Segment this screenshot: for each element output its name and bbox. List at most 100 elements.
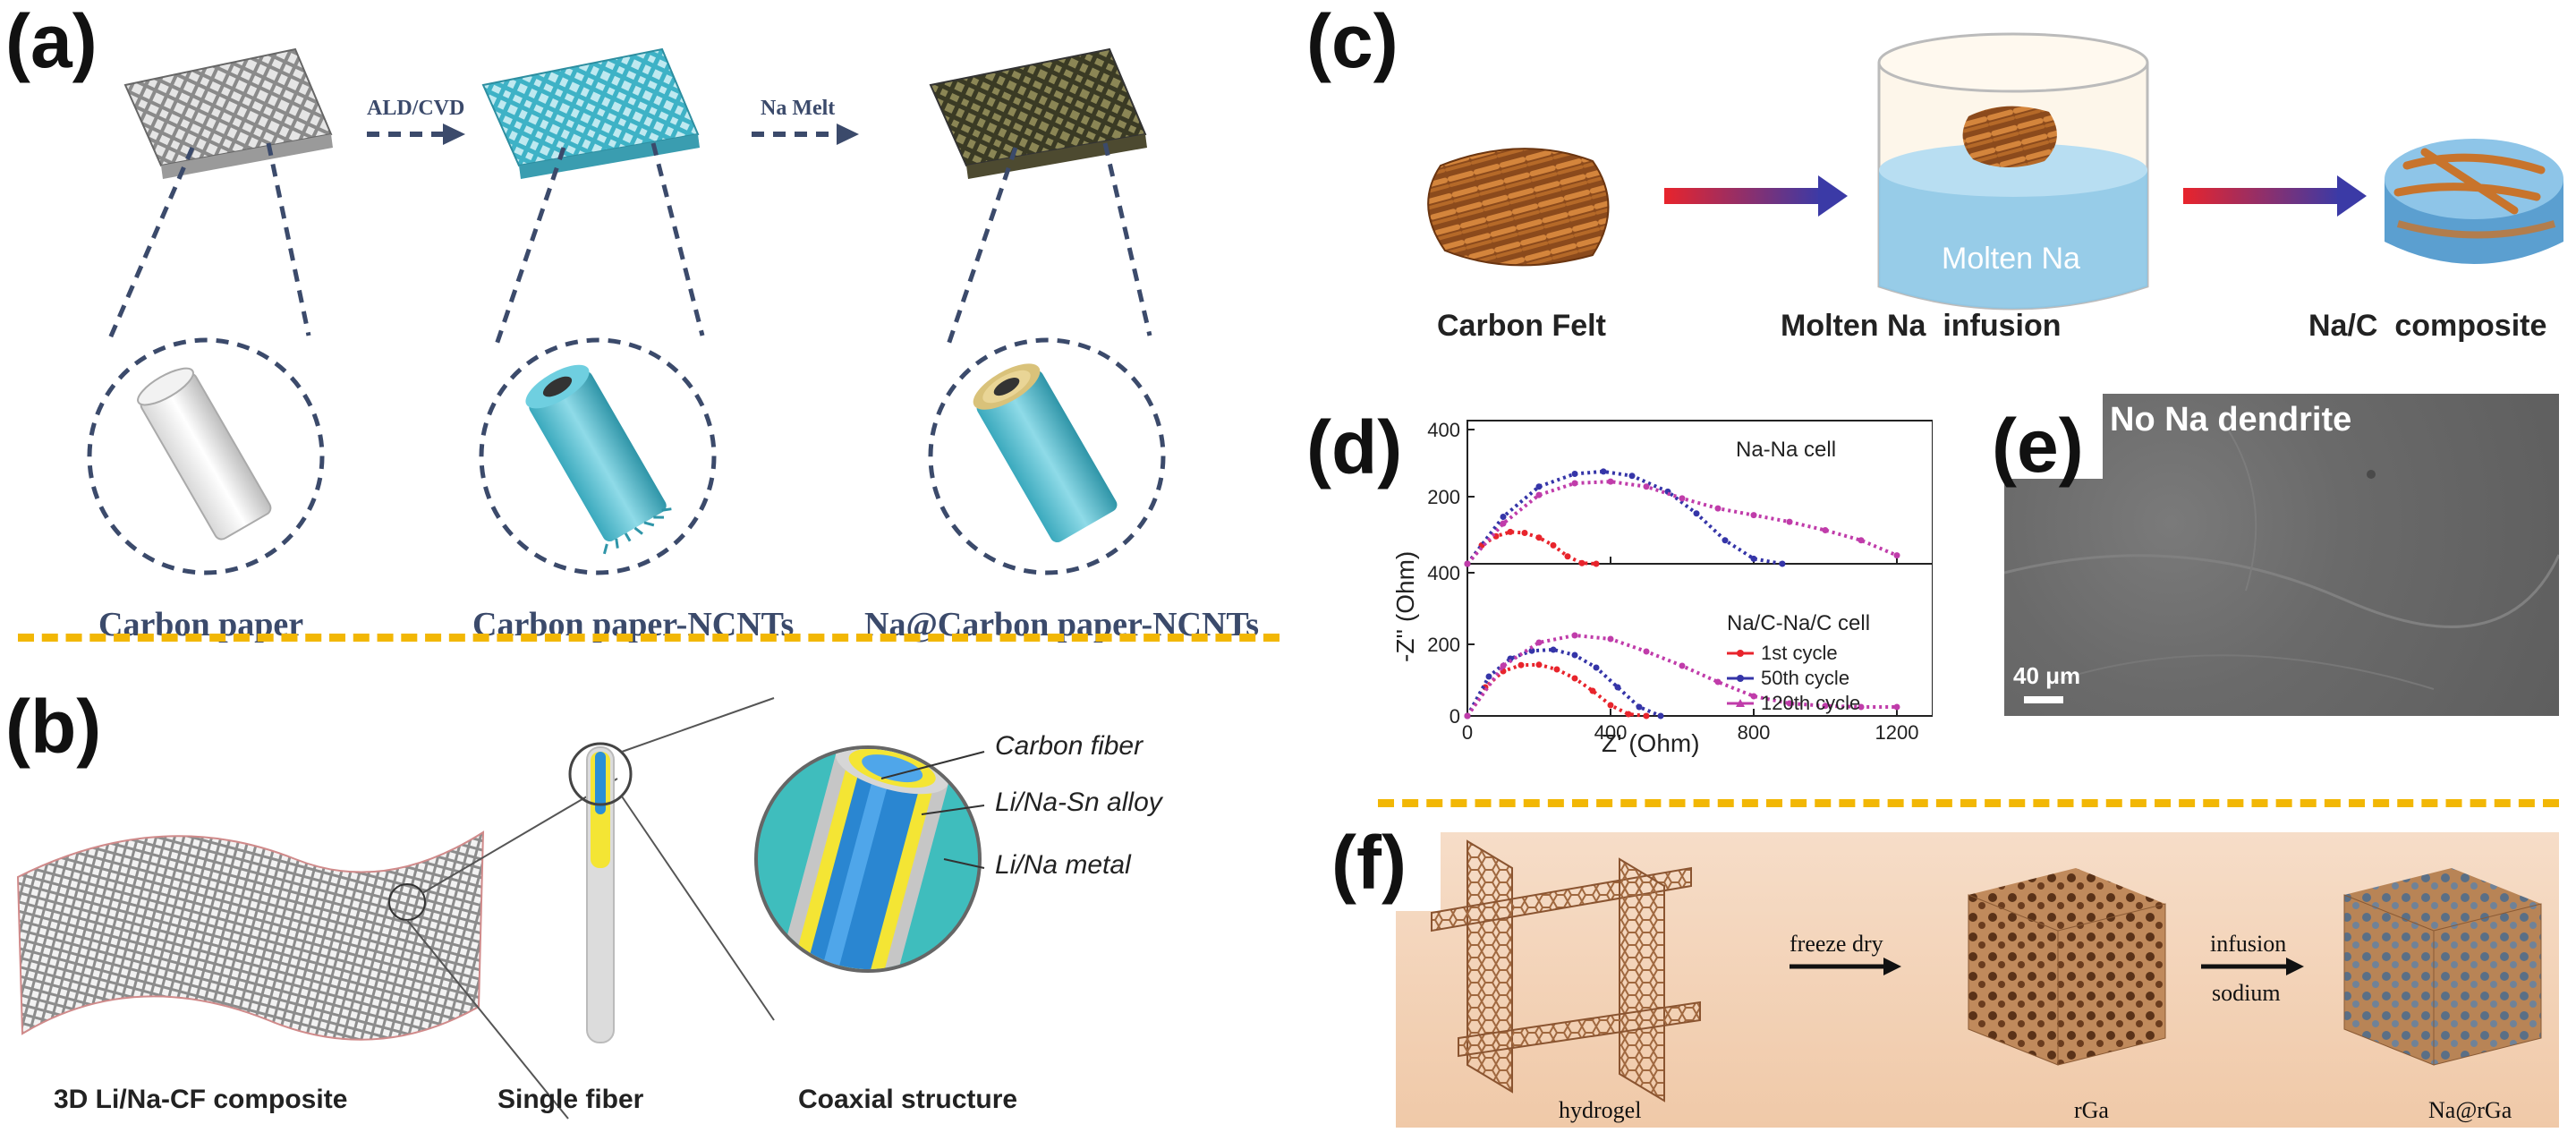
callout-li-na-sn-alloy: Li/Na-Sn alloy	[995, 788, 1162, 817]
data-point	[1693, 510, 1700, 517]
arrow-infusion-sodium	[2201, 958, 2304, 975]
data-point	[1578, 559, 1586, 566]
panel-c-illustration	[1427, 32, 2563, 311]
x-tick-label: 1200	[1875, 721, 1919, 744]
data-point	[1485, 673, 1492, 680]
arrow-composite	[2183, 175, 2367, 217]
panel-e-label-box	[1986, 394, 2103, 479]
beaker-text-molten-na: Molten Na	[1942, 242, 2080, 276]
data-point	[1643, 712, 1650, 720]
series-line-1-1	[1466, 647, 1662, 718]
caption-na-rga: Na@rGa	[2428, 1097, 2512, 1123]
scale-bar-label: 40 μm	[2013, 662, 2081, 689]
data-point	[1607, 702, 1614, 709]
data-point	[1722, 537, 1729, 544]
data-point	[1500, 662, 1507, 669]
data-point	[1550, 541, 1557, 549]
series-line-0-1	[1466, 469, 1783, 566]
data-point	[1714, 678, 1722, 685]
sem-texture	[2004, 429, 2559, 690]
callout-li-na-metal: Li/Na metal	[995, 850, 1131, 880]
panel-b-illustration	[16, 697, 985, 1120]
li-na-cf-sheet	[16, 830, 485, 1041]
carbon-felt	[1427, 148, 1610, 267]
legend-1st-cycle: 1st cycle	[1761, 642, 1838, 664]
data-point	[1589, 687, 1596, 694]
carbon-paper-ncnts-mat	[481, 47, 700, 179]
caption-3d-li-na-cf: 3D Li/Na-CF composite	[54, 1085, 348, 1114]
panel-f-illustration	[1431, 839, 2542, 1103]
data-point	[1750, 693, 1757, 700]
rga-cube	[1968, 868, 2166, 1066]
caption-molten-na-infusion: Molten Na infusion	[1781, 309, 2062, 343]
label-freeze-dry: freeze dry	[1790, 931, 1883, 957]
x-tick-label: 800	[1738, 721, 1771, 744]
caption-coaxial-structure: Coaxial structure	[798, 1085, 1018, 1114]
label-infusion: infusion	[2210, 931, 2287, 957]
label-sodium: sodium	[2212, 980, 2281, 1006]
caption-rga: rGa	[2074, 1097, 2109, 1123]
single-fiber	[568, 742, 633, 1043]
data-point	[1893, 703, 1900, 711]
molten-na-beaker	[1877, 32, 2149, 311]
sem-title: No Na dendrite	[2110, 401, 2352, 439]
data-point	[1507, 528, 1514, 535]
data-point	[1528, 647, 1535, 654]
panel-c-label: (c)	[1306, 0, 1399, 83]
data-point	[1614, 684, 1621, 691]
na-coated-fiber	[973, 363, 1118, 543]
data-point	[1714, 505, 1722, 512]
data-point	[1628, 473, 1636, 480]
y-tick-label: 200	[1427, 486, 1460, 508]
data-point	[1625, 711, 1632, 718]
data-point	[1571, 651, 1578, 659]
data-point	[1593, 664, 1600, 671]
hydrogel-sheets	[1431, 839, 1701, 1103]
panel-b-label: (b)	[5, 685, 102, 769]
subplot-bottom-frame	[1467, 563, 1933, 717]
na-c-composite-disk	[2385, 139, 2563, 264]
data-point	[1600, 468, 1607, 475]
data-point	[1571, 632, 1578, 639]
panel-f-label: (f)	[1331, 821, 1407, 905]
data-point	[1607, 635, 1614, 643]
data-point	[1858, 537, 1865, 544]
panel-a-label: (a)	[5, 0, 98, 83]
legend-50th-cycle: 50th cycle	[1761, 667, 1849, 689]
panel-a-illustration	[87, 47, 1166, 575]
legend-120th-cycle: 120th cycle	[1761, 692, 1860, 714]
panel-f-label-box	[1324, 822, 1441, 911]
data-point	[1636, 703, 1643, 711]
y-tick-label: 400	[1427, 562, 1460, 584]
data-point	[1679, 662, 1686, 669]
carbon-paper-mat	[123, 47, 333, 179]
arrow-ald-cvd	[367, 123, 465, 145]
data-point	[1858, 703, 1865, 711]
data-point	[1750, 512, 1757, 519]
divider-right	[1378, 799, 2559, 807]
data-point	[1822, 702, 1829, 710]
data-point	[1643, 483, 1650, 490]
callout-carbon-fiber: Carbon fiber	[995, 731, 1143, 761]
data-point	[1535, 661, 1543, 668]
data-point	[1521, 530, 1528, 536]
label-ald-cvd: ALD/CVD	[367, 97, 465, 120]
data-point	[1550, 646, 1557, 653]
data-point	[1535, 483, 1543, 490]
chart-legend: 1st cycle 50th cycle 120th cycle	[1727, 642, 1860, 714]
data-point	[1464, 712, 1471, 720]
data-point	[1535, 534, 1543, 541]
y-tick-label: 400	[1427, 419, 1460, 441]
y-axis-label: -Z'' (Ohm)	[1396, 551, 1419, 662]
caption-hydrogel: hydrogel	[1559, 1097, 1642, 1123]
ncnt-fiber	[525, 364, 672, 555]
data-point	[1643, 648, 1650, 655]
data-point	[1657, 712, 1664, 720]
caption-na-c-composite: Na/C composite	[2308, 309, 2547, 343]
coaxial-zoom-circle	[754, 724, 982, 994]
label-na-melt: Na Melt	[761, 97, 836, 120]
data-point	[1535, 639, 1543, 646]
data-point	[1571, 480, 1578, 487]
data-point	[1535, 491, 1543, 498]
